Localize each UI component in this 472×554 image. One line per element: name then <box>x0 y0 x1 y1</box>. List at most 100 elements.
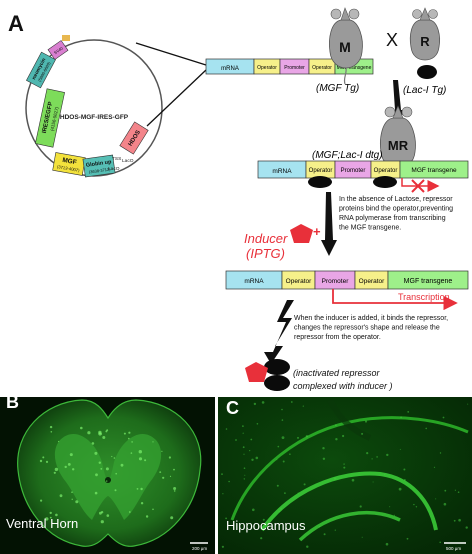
neuron-dot <box>54 467 59 472</box>
neuron-dot <box>49 516 52 519</box>
svg-text:(3638-3712): (3638-3712) <box>88 166 111 174</box>
zoom-line-top <box>135 42 207 66</box>
construct-bottom-transgene <box>387 270 469 290</box>
cell-dot <box>250 438 253 441</box>
cell-dot <box>278 510 281 513</box>
cell-dot <box>302 405 304 407</box>
panel-b-label: B <box>6 392 19 412</box>
svg-text:mRNA: mRNA <box>221 66 239 72</box>
svg-text:mRNA: mRNA <box>272 168 292 175</box>
neuron-dot <box>91 442 95 445</box>
cell-dot <box>439 541 442 544</box>
mouse-m: M <box>329 7 363 85</box>
cell-dot <box>281 436 285 439</box>
cell-dot <box>279 507 283 510</box>
inducer-pentagon-icon <box>290 224 313 243</box>
down-arrow-icon <box>321 192 337 256</box>
neuron-dot <box>100 468 103 470</box>
neuron-dot <box>40 499 43 502</box>
cell-dot <box>351 478 355 482</box>
neuron-dot <box>173 468 175 471</box>
cell-dot <box>297 436 299 439</box>
mouse-mr-label: MR <box>388 138 409 153</box>
cell-dot <box>228 480 230 483</box>
mouse-r-ear-left <box>412 9 422 19</box>
plus-sign: + <box>313 224 321 239</box>
svg-text:MGF: MGF <box>62 157 77 166</box>
cell-dot <box>389 506 391 508</box>
neuron-dot <box>131 441 133 443</box>
cell-dot <box>342 434 345 438</box>
caption-mgf-tg: (MGF Tg) <box>316 83 359 94</box>
cell-dot <box>242 425 244 427</box>
label-laco-2: LacO <box>108 166 120 172</box>
neuron-dot <box>152 441 154 443</box>
segment-small-orange <box>62 35 70 41</box>
cell-dot <box>276 484 279 487</box>
cell-dot <box>442 416 445 419</box>
cell-dot <box>465 526 468 529</box>
cell-dot <box>322 457 326 460</box>
cross-symbol: X <box>386 30 398 50</box>
construct-top: mRNA Operator Promoter Operator MGF tran… <box>205 58 374 75</box>
neuron-dot <box>138 450 142 454</box>
cell-dot <box>384 474 386 476</box>
cell-dot <box>371 458 373 460</box>
panel-b-micrograph: B Ventral Horn 200 μm <box>0 392 215 554</box>
cell-dot <box>281 419 284 421</box>
svg-text:(4156-5627): (4156-5627) <box>49 106 59 132</box>
neuron-dot <box>94 491 98 495</box>
neuron-dot <box>145 515 149 518</box>
cell-dot <box>359 505 362 508</box>
cell-dot <box>376 456 378 458</box>
svg-text:mRNA: mRNA <box>244 278 264 285</box>
cell-dot <box>467 403 469 405</box>
panel-b-caption: Ventral Horn <box>6 516 78 531</box>
cell-dot <box>323 533 326 536</box>
neuron-dot <box>87 431 91 435</box>
cell-dot <box>221 473 223 475</box>
transcription-label: Transcription <box>398 292 450 302</box>
cell-dot <box>297 492 299 494</box>
cell-dot <box>435 498 437 500</box>
neuron-dot <box>128 431 131 434</box>
cell-dot <box>439 452 442 454</box>
cell-dot <box>249 450 251 452</box>
neuron-dot <box>106 514 110 517</box>
mouse-r: R <box>409 7 440 61</box>
svg-text:Operator: Operator <box>257 65 277 71</box>
cell-dot <box>242 446 245 449</box>
svg-text:Operator: Operator <box>309 168 333 174</box>
neuron-dot <box>55 513 58 517</box>
neuron-dot <box>98 430 102 435</box>
neuron-dot <box>173 487 177 490</box>
cell-dot <box>235 439 237 441</box>
cell-dot <box>225 428 228 430</box>
panel-c-scale-label: 500 μm <box>446 546 461 551</box>
bound-repressor-2 <box>373 176 397 188</box>
caption-mr-dtg: (MGF;Lac-I dtg) <box>312 150 383 161</box>
cell-dot <box>253 402 257 406</box>
cell-dot <box>282 460 285 463</box>
neuron-dot <box>64 465 67 469</box>
dentate-gyrus-lower <box>298 511 401 542</box>
cell-dot <box>393 514 395 516</box>
neuron-dot <box>102 436 106 439</box>
zoom-line-bottom <box>146 69 207 127</box>
neuron-dot <box>111 455 113 458</box>
cell-dot <box>306 545 309 548</box>
cell-dot <box>251 458 254 461</box>
cell-dot <box>407 411 410 413</box>
neuron-dot <box>71 491 73 494</box>
cell-dot <box>262 518 265 521</box>
mouse-r-head <box>419 7 431 21</box>
cell-dot <box>386 453 389 457</box>
neuron-dot <box>69 453 73 457</box>
neuron-dot <box>136 488 139 490</box>
neuron-dot <box>169 475 172 477</box>
plasmid-title: HDOS-MGF-IRES-GFP <box>60 114 129 121</box>
svg-text:Promoter: Promoter <box>341 168 366 174</box>
cell-dot <box>303 483 306 486</box>
block-x-icon <box>411 179 425 193</box>
cell-dot <box>289 453 291 456</box>
